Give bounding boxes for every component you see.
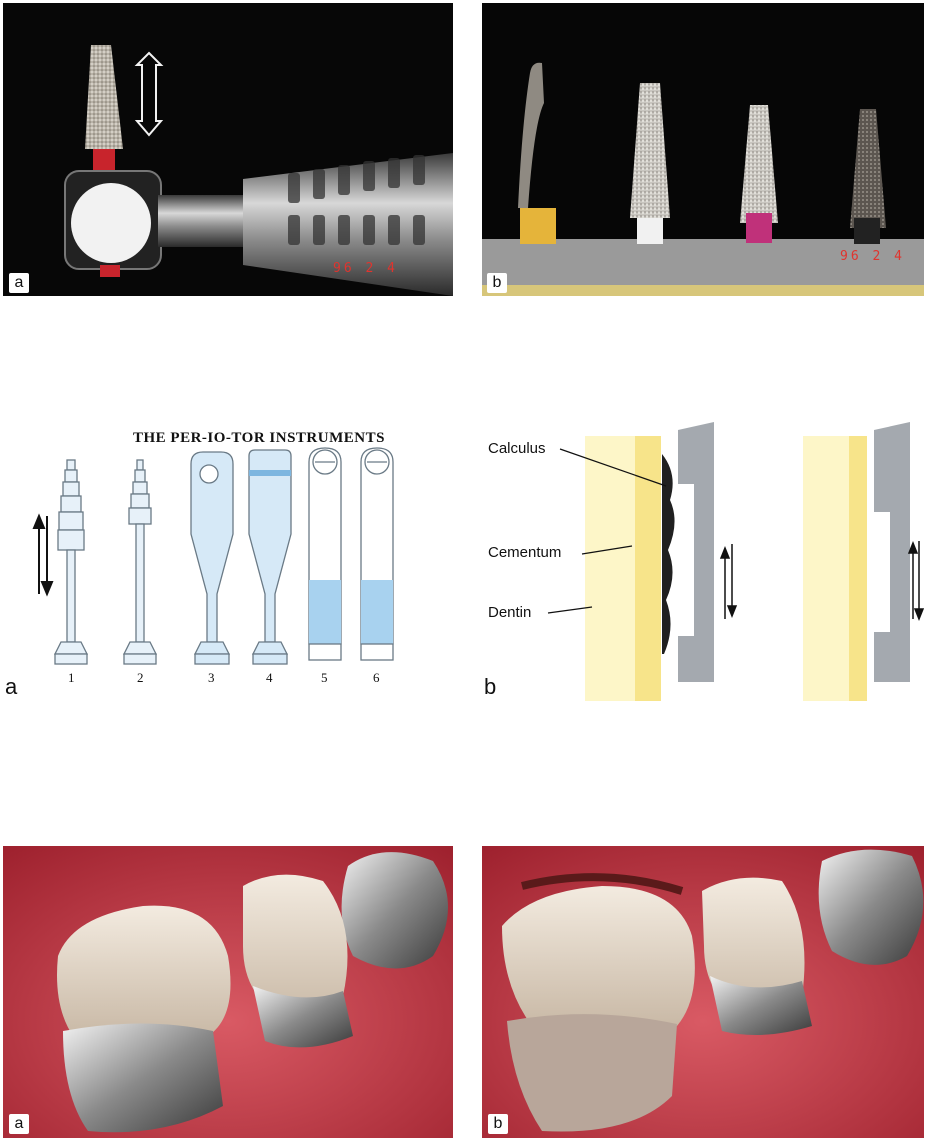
label-cementum: Cementum: [488, 544, 561, 561]
up-down-arrow-icon: [721, 544, 736, 619]
instruments-figure: THE PER-IO-TOR INSTRUMENTS: [3, 404, 453, 701]
photo-a-label: a: [9, 273, 29, 293]
photo-handpiece: a 96 2 4: [3, 3, 453, 296]
date-stamp: 96 2 4: [840, 249, 905, 264]
up-down-arrow-icon: [909, 541, 923, 619]
figure-label: b: [484, 674, 496, 700]
handpiece-illustration: [3, 3, 453, 296]
white-cap: [71, 183, 151, 263]
figure-label: a: [5, 674, 17, 700]
photo-b-label: b: [487, 273, 507, 293]
double-arrow-icon: [137, 53, 161, 135]
photo-a-label: a: [9, 1114, 29, 1134]
instrument-numbers: 1 2 3 4 5 6: [3, 404, 453, 701]
instrument-number: 2: [137, 670, 144, 685]
photo-b-label: b: [488, 1114, 508, 1134]
dentin-layer: [585, 436, 635, 701]
photo-crown-preparation-b: b: [482, 846, 924, 1138]
calculus-deposit: [662, 454, 675, 654]
tooth-cross-section-diagram: Calculus Cementum Dentin b: [482, 404, 924, 701]
date-stamp: 96 2 4: [333, 261, 398, 276]
instrument-number: 3: [208, 670, 215, 685]
photo-file-tips: b 96 2 4: [482, 3, 924, 296]
cementum-layer: [635, 436, 661, 701]
instrument-number: 5: [321, 670, 328, 685]
red-collar: [93, 149, 115, 171]
teeth-photo-b: [482, 846, 924, 1138]
label-dentin: Dentin: [488, 604, 531, 621]
diamond-file-tip: [85, 45, 123, 149]
instrument-number: 6: [373, 670, 380, 685]
instrument-number: 1: [68, 670, 75, 685]
label-calculus: Calculus: [488, 440, 546, 457]
teeth-photo-a: [3, 846, 453, 1138]
instrument-profile: [678, 422, 714, 682]
photo-crown-preparation-a: a: [3, 846, 453, 1138]
instrument-number: 4: [266, 670, 273, 685]
